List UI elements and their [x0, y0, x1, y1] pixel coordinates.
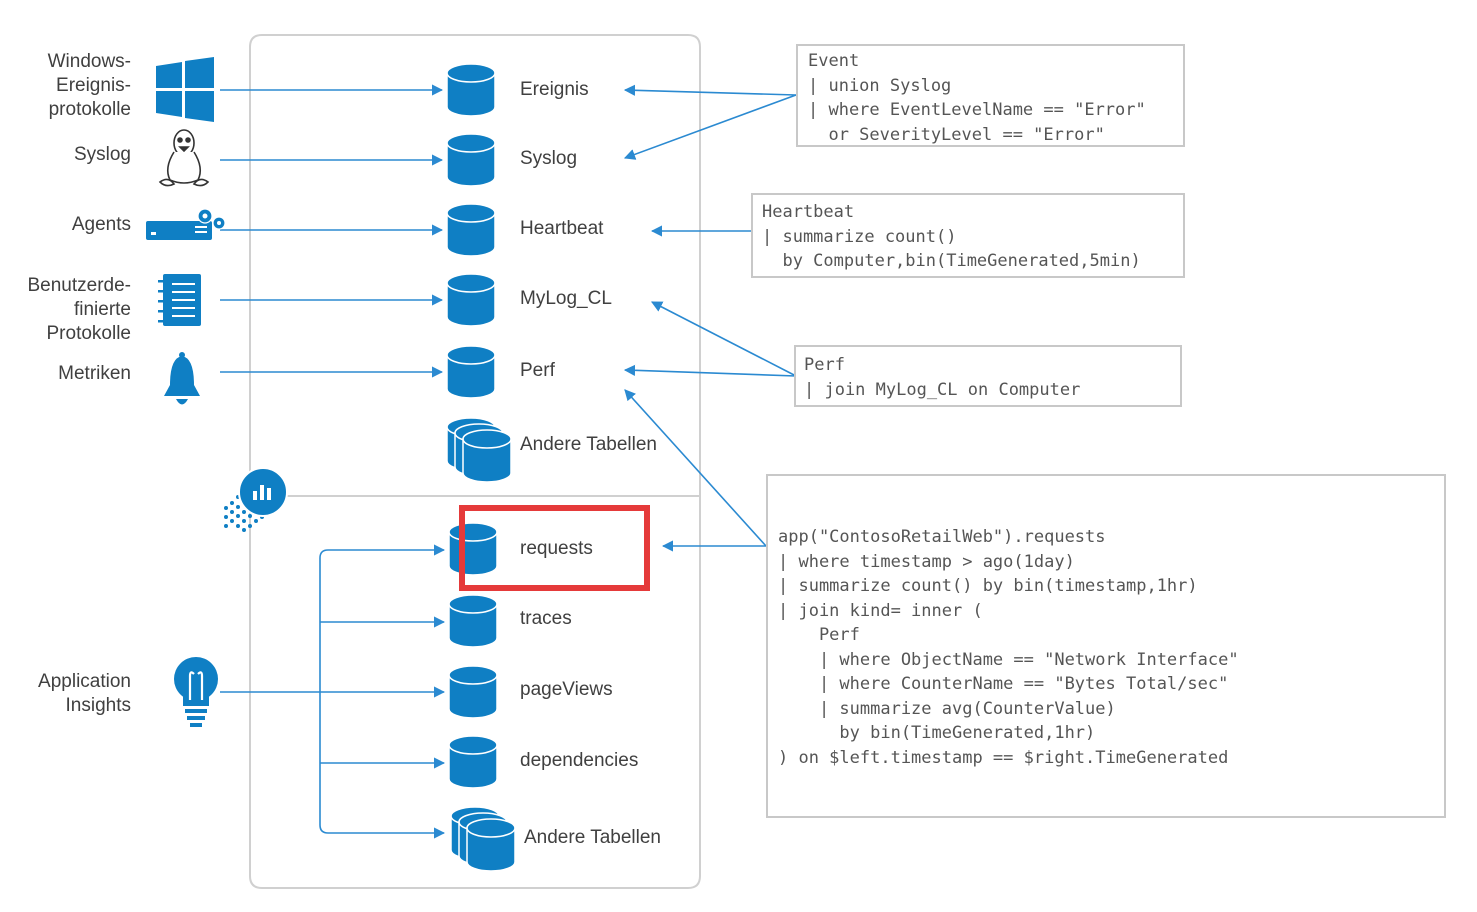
table-label-heartbeat: Heartbeat — [520, 218, 604, 239]
appinsights-frame — [249, 495, 701, 889]
query-line: | join kind= inner ( — [778, 600, 983, 621]
table-cylinder-mylog — [446, 273, 496, 327]
query-line: | summarize count() — [762, 226, 957, 247]
query-arrow-mylog — [651, 301, 797, 377]
source-label-agents: Agents — [71, 214, 131, 235]
query-line: Perf — [778, 625, 860, 645]
table-cylinder-dependencies — [448, 735, 498, 789]
table-cylinder-pageviews — [448, 665, 498, 719]
table-cylinder-traces — [448, 594, 498, 648]
table-label-other: Andere Tabellen — [520, 434, 657, 455]
table-label-syslog: Syslog — [520, 148, 578, 169]
query-arrow-perf — [623, 364, 797, 377]
table-label-pageviews: pageViews — [520, 679, 613, 700]
query-arrow-ereignis — [623, 84, 797, 96]
linux-penguin-icon — [158, 129, 210, 187]
query-line: Event — [808, 51, 860, 71]
table-cylinder-ereignis — [446, 63, 496, 117]
source-label-appinsights: Application Insights — [38, 671, 131, 716]
requests-highlight-box — [459, 505, 650, 591]
windows-logo-icon — [156, 57, 214, 122]
query-box-perf: Perf | join MyLog_CL on Computer — [794, 345, 1182, 407]
query-line: | union Syslog — [808, 75, 952, 96]
query-arrow-syslog — [623, 94, 797, 160]
notebook-icon — [158, 274, 201, 326]
query-line: by bin(TimeGenerated,1hr) — [778, 723, 1096, 743]
query-line: | join MyLog_CL on Computer — [804, 379, 1081, 400]
table-label-mylog: MyLog_CL — [520, 288, 612, 309]
source-label-metrics: Metriken — [58, 363, 131, 384]
query-arrow-app-perf — [624, 389, 767, 547]
query-line: or SeverityLevel == "Error" — [808, 124, 1105, 145]
lightbulb-icon — [174, 657, 218, 727]
table-stack-other-ai — [450, 806, 516, 872]
query-box-app: app("ContosoRetailWeb").requests | where… — [766, 474, 1446, 818]
query-line: | summarize avg(CounterValue) — [778, 698, 1116, 719]
bell-icon — [164, 352, 200, 405]
table-label-other-ai: Andere Tabellen — [524, 827, 661, 848]
table-label-perf: Perf — [520, 360, 555, 381]
table-cylinder-heartbeat — [446, 203, 496, 257]
query-line: ) on $left.timestamp == $right.TimeGener… — [778, 747, 1229, 768]
query-box-event: Event | union Syslog | where EventLevelN… — [796, 44, 1185, 147]
tree-vertical — [319, 549, 329, 834]
table-label-requests: requests — [520, 538, 593, 559]
log-analytics-icon — [224, 467, 288, 532]
table-stack-other — [446, 417, 512, 483]
source-label-custom: Benutzerde- finierte Protokolle — [27, 275, 131, 344]
query-line: | summarize count() by bin(timestamp,1hr… — [778, 576, 1198, 596]
query-line: Perf — [804, 355, 845, 375]
table-label-traces: traces — [520, 608, 572, 629]
query-box-heartbeat: Heartbeat | summarize count() by Compute… — [751, 193, 1185, 278]
table-cylinder-syslog — [446, 133, 496, 187]
query-line: by Computer,bin(TimeGenerated,5min) — [762, 251, 1141, 271]
source-label-syslog: Syslog — [73, 144, 131, 165]
query-line: Heartbeat — [762, 202, 855, 222]
query-line: | where EventLevelName == "Error" — [808, 100, 1146, 120]
query-line: | where ObjectName == "Network Interface… — [778, 649, 1239, 670]
table-label-dependencies: dependencies — [520, 750, 639, 771]
query-line: | where CounterName == "Bytes Total/sec" — [778, 674, 1229, 694]
source-label-windows: Windows- Ereignis- protokolle — [47, 51, 131, 120]
table-label-ereignis: Ereignis — [520, 79, 589, 100]
query-line: | where timestamp > ago(1day) — [778, 551, 1075, 572]
table-cylinder-perf — [446, 345, 496, 399]
server-gear-icon — [146, 208, 226, 240]
query-line: app("ContosoRetailWeb").requests — [778, 527, 1106, 547]
